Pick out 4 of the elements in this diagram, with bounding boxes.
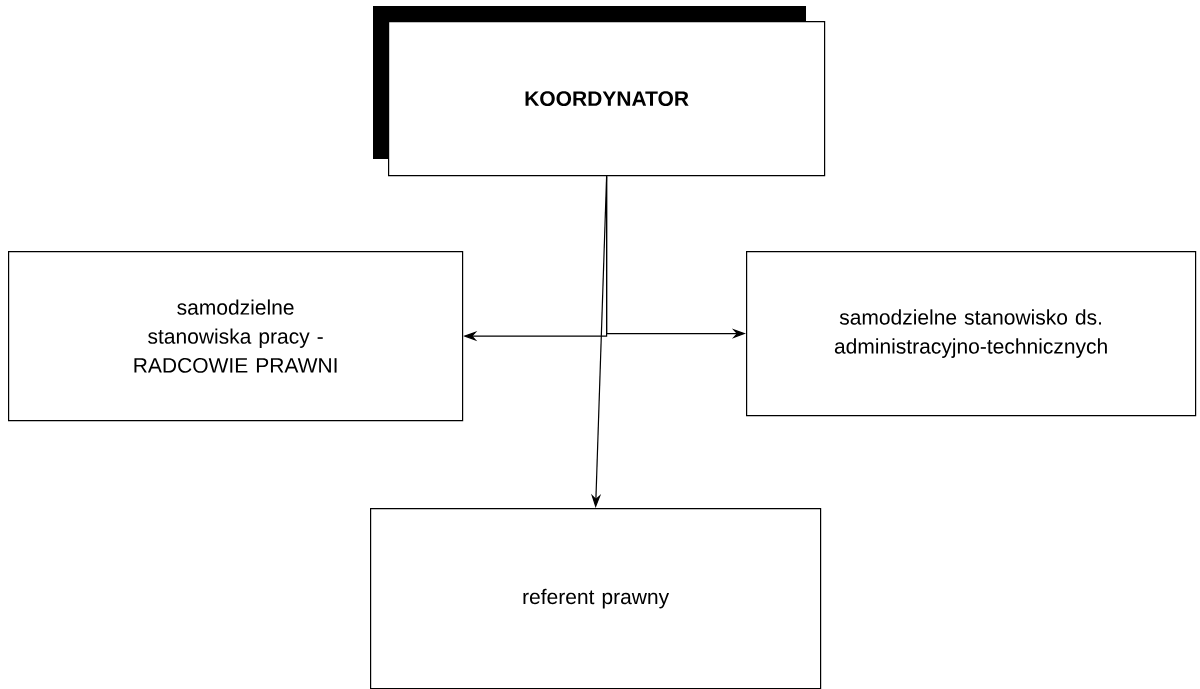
position-box: samodzielne stanowisko ds. administracyjno-technicznych xyxy=(746,251,1197,417)
title-box: KOORDYNATOR xyxy=(373,6,826,177)
position-box: referent prawny xyxy=(370,508,822,689)
position-box: samodzielne stanowiska pracy - RADCOWIE PRAWNI xyxy=(8,251,464,422)
